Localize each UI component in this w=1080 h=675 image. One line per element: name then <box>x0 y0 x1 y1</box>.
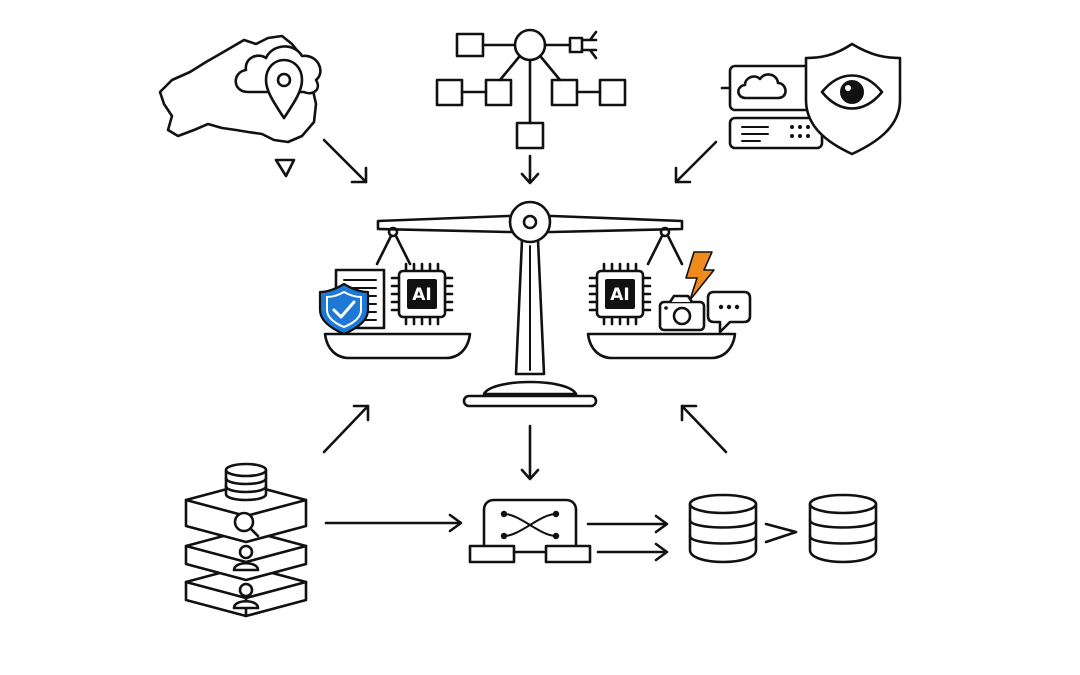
checkmark-shield-icon <box>318 282 370 336</box>
lightning-icon <box>685 251 715 301</box>
australia-map-icon <box>158 34 318 178</box>
arrow-bottom-right <box>680 404 728 454</box>
privacy-eye-shield-icon <box>804 42 902 156</box>
ai-chip-icon: AI <box>588 262 652 326</box>
user-icon <box>232 544 260 572</box>
location-pin-icon <box>264 58 304 120</box>
database-icon <box>224 462 268 502</box>
database-icon <box>808 493 878 564</box>
database-icon <box>688 493 758 564</box>
balance-scale-icon <box>323 200 737 408</box>
relation-chevron <box>764 522 798 544</box>
camera-icon <box>658 294 706 332</box>
arrow-down-center <box>520 424 540 481</box>
arrow-switch-to-db-1 <box>586 514 669 534</box>
user-icon <box>232 582 260 610</box>
chat-bubble-icon <box>706 290 752 334</box>
arrow-top-center <box>520 154 540 185</box>
arrow-to-switch <box>324 513 463 533</box>
ai-chip-icon: AI <box>390 262 454 326</box>
ai-chip-label-right: AI <box>610 285 629 305</box>
arrow-switch-to-db-2 <box>596 542 669 562</box>
magnifier-icon <box>233 511 260 538</box>
network-hierarchy-icon <box>435 28 627 150</box>
arrow-top-right <box>674 140 718 184</box>
arrow-bottom-left <box>322 404 370 454</box>
ai-chip-label-left: AI <box>412 285 431 305</box>
arrow-top-left <box>322 138 368 184</box>
data-switch-icon <box>468 498 592 564</box>
